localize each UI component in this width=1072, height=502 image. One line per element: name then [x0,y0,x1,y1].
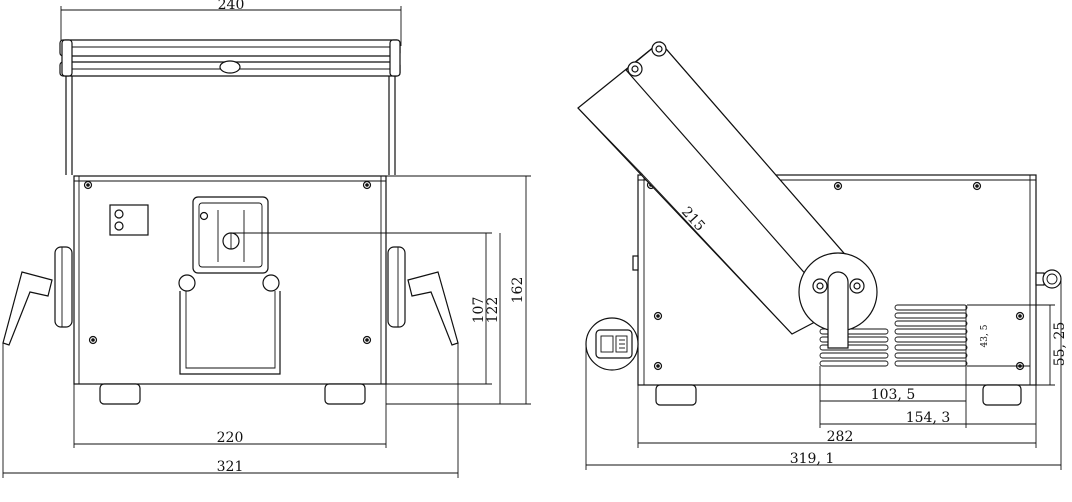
side-view: 215 43, 5 55, 25 103, 5 154, 3 282 319, … [577,41,1068,470]
handle-knob [219,60,241,74]
dim-321-label: 321 [217,459,244,475]
connector-plate [109,204,149,236]
right-bracket [387,246,459,346]
handle-bar [59,39,401,77]
front-view: 240 [2,0,531,478]
left-bracket [2,246,73,346]
dim-240-label: 240 [218,0,245,13]
dim-154-3-label: 154, 3 [906,410,951,426]
dim-line-215 [642,174,793,335]
side-foot-right [982,384,1022,406]
dim-319-1-label: 319, 1 [790,451,835,467]
vent-grille [819,304,968,367]
power-socket [585,317,639,371]
tilted-handle-arm [577,41,878,349]
front-grip [178,274,281,375]
dim-43-5-label: 43, 5 [980,324,990,347]
front-foot-right [324,383,366,405]
front-foot-left [99,383,141,405]
dim-122-label: 122 [485,297,501,324]
dim-282-label: 282 [827,429,854,445]
dim-107-label: 107 [471,297,487,324]
side-knob [1035,269,1062,289]
dim-103-5-label: 103, 5 [871,387,916,403]
dim-220-label: 220 [217,430,244,446]
dim-55-25-label: 55, 25 [1052,322,1068,367]
dim-162-label: 162 [510,277,526,304]
side-foot-left [655,384,697,406]
